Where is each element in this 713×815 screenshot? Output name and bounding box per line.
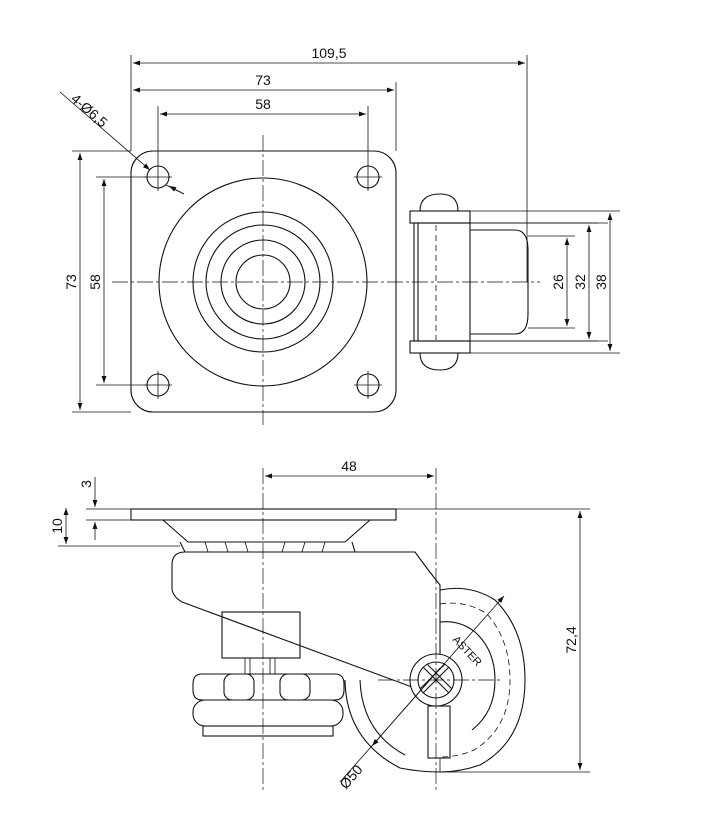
dim-plate-height-label: 73 [63, 274, 79, 290]
dim-base-height-label: 10 [49, 518, 65, 534]
dim-total-height-label: 72,4 [563, 626, 579, 653]
dim-wheel-width-c-label: 38 [593, 274, 609, 290]
dim-offset: 48 [265, 458, 434, 479]
dim-overall-width: 109,5 [130, 45, 528, 282]
side-view: 48 3 10 72,4 Ø50 ASTER [49, 458, 590, 792]
dim-overall-width-label: 109,5 [311, 45, 346, 61]
dim-holes-leader: 4-Ø6,5 [59, 90, 185, 195]
dim-hole-spacing-y: 58 [87, 176, 147, 386]
dim-plate-width: 73 [133, 72, 397, 151]
side-plate [130, 508, 397, 521]
dim-wheel-width-a-label: 26 [550, 274, 566, 290]
dim-hole-spacing-x: 58 [157, 96, 369, 163]
dim-offset-label: 48 [341, 458, 357, 474]
dim-plate-height: 73 [63, 150, 131, 413]
fork-body [171, 551, 441, 691]
dim-wheel-widths: 26 32 38 [470, 210, 620, 354]
dim-holes-label: 4-Ø6,5 [68, 90, 111, 130]
dim-hole-spacing-y-label: 58 [87, 274, 103, 290]
dim-plate-thickness-label: 3 [78, 480, 94, 488]
dim-plate-width-label: 73 [255, 72, 271, 88]
leveling-foot [192, 611, 345, 737]
top-view: 109,5 73 58 4-Ø6,5 73 [59, 45, 620, 425]
dim-hole-spacing-x-label: 58 [255, 96, 271, 112]
wheel-side [344, 587, 526, 773]
mounting-plate-outline [130, 150, 397, 413]
bolt-holes [144, 163, 382, 399]
dim-plate-thickness: 3 10 [49, 477, 180, 547]
dim-total-height: 72,4 [396, 508, 590, 773]
dim-wheel-diameter-label: Ø50 [336, 761, 366, 792]
swivel-base [162, 519, 371, 543]
dim-wheel-width-b-label: 32 [572, 274, 588, 290]
